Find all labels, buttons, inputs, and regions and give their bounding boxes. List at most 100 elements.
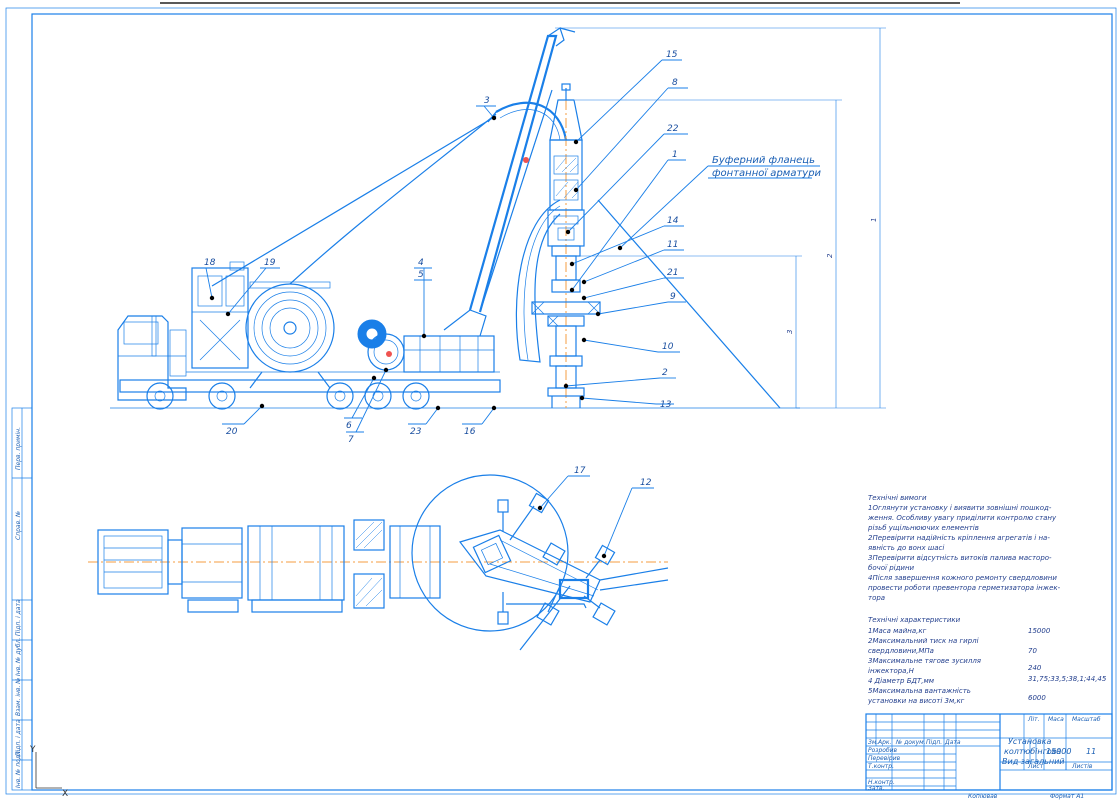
tb-name-line1: Установка — [1008, 737, 1052, 746]
tech-req-line: 4Після завершення кожного ремонту свердл… — [868, 574, 1057, 582]
tech-char-label: свердловини,МПа — [868, 647, 934, 655]
tech-char-label: 5Максимальна вантажність — [868, 687, 971, 695]
tech-req-line: різьб ущільнюючих елементів — [867, 524, 979, 532]
tech-req-line: 1Оглянути установку і виявити зовнішні п… — [868, 504, 1052, 512]
tb-col-header: Підп. — [926, 739, 942, 746]
callout-4: 4 — [418, 258, 424, 268]
tech-requirements: Технічні вимоги 1Оглянути установку і ви… — [867, 494, 1061, 602]
wellhead-stack — [531, 83, 601, 408]
tech-req-title: Технічні вимоги — [868, 494, 927, 502]
tb-name-line2: колтюбінгова — [1004, 747, 1061, 756]
tech-char-value: 15000 — [1028, 627, 1051, 635]
bottom-copied: Копіював — [968, 793, 998, 800]
tb-name-line3: Вид загальний — [1002, 757, 1064, 766]
tech-req-line: провести роботи превентора герметизатора… — [868, 584, 1061, 592]
truck-wheels — [146, 382, 430, 410]
callout-11: 11 — [667, 240, 678, 250]
tb-scale-value: 11 — [1086, 747, 1096, 756]
callout-21: 21 — [667, 268, 678, 278]
callout-8: 8 — [672, 78, 678, 88]
tech-req-line: бочої рідини — [868, 564, 915, 572]
callout-7: 7 — [348, 435, 354, 445]
callout-17: 17 — [574, 466, 586, 476]
side-label-2: Підп. і дата — [15, 599, 22, 636]
side-view: 1 2 3 — [110, 27, 886, 410]
tb-header-scale: Масштаб — [1072, 716, 1101, 723]
callout-6: 6 — [346, 421, 352, 431]
side-label-3: Інв. № дубл. — [15, 638, 22, 676]
tb-header-mass: Маса — [1048, 716, 1064, 723]
callout-14: 14 — [667, 216, 679, 226]
tech-char-label: 2Максимальний тиск на гирлі — [868, 637, 979, 645]
tb-row-label: Н.контр. — [868, 779, 895, 786]
tb-col-header: Зм. — [868, 739, 878, 746]
plan-view — [88, 474, 669, 651]
title-block: Зм. Арк. № докум. Підп. Дата Розробив Пе… — [865, 713, 1113, 792]
tech-characteristics: Технічні характеристики 1Маса майна,кг 1… — [867, 616, 1107, 705]
tech-char-title: Технічні характеристики — [868, 616, 961, 624]
callout-10: 10 — [662, 342, 674, 352]
side-label-0: Перв. примін. — [15, 427, 22, 470]
flange-label-line1: Буферний фланець — [712, 155, 815, 166]
callout-18: 18 — [204, 258, 216, 268]
callout-15: 15 — [666, 50, 678, 60]
callout-20: 20 — [226, 427, 238, 437]
dimension-lines: 1 2 3 — [555, 27, 886, 409]
chassis-frame — [119, 379, 501, 393]
tech-char-label: установки на висоті 3м,кг — [867, 697, 965, 705]
truck-cab — [117, 315, 187, 401]
callout-16: 16 — [464, 427, 476, 437]
guy-line — [211, 115, 497, 287]
tech-char-value: 6000 — [1028, 694, 1046, 702]
svg-text:1: 1 — [870, 218, 878, 222]
flange-label-line2: фонтанної арматури — [712, 168, 822, 179]
outer-frame — [5, 7, 1117, 795]
callout-22: 22 — [667, 124, 679, 134]
tb-sheet-label: Лист — [1027, 763, 1044, 770]
tech-char-value: 240 — [1028, 664, 1042, 672]
side-label-6: Інв. № подл. — [15, 749, 22, 788]
callouts-plan: 17 12 — [537, 466, 654, 559]
marker-dot — [523, 157, 529, 163]
control-cabin — [191, 261, 249, 369]
tech-req-line: явність до вонх шасі — [868, 544, 944, 552]
axis-y-label: Y — [29, 745, 36, 755]
tb-col-header: Дата — [944, 739, 961, 746]
tb-col-header: Арк. — [877, 739, 892, 746]
axis-x-label: X — [62, 789, 68, 799]
side-label-5: Підп. і дата — [15, 719, 22, 756]
callout-23: 23 — [410, 427, 422, 437]
side-label-1: Справ. № — [15, 511, 22, 540]
tb-header-lit: Літ. — [1027, 716, 1040, 723]
tb-row-label: Затв. — [868, 785, 885, 792]
callouts-side: 15 8 3 22 1 Буферний фланець фонтанної а… — [200, 50, 822, 445]
callout-13: 13 — [660, 400, 672, 410]
callout-5: 5 — [418, 270, 424, 280]
tech-req-line: тора — [868, 594, 885, 602]
tb-row-label: Розробив — [868, 747, 898, 754]
ucs-axis-icon: Y X — [29, 745, 68, 799]
tech-char-label: 4 Діаметр БДТ,мм — [868, 677, 935, 685]
callout-2: 2 — [662, 368, 668, 378]
svg-text:2: 2 — [826, 253, 834, 258]
inner-frame — [31, 13, 1113, 791]
tubing-line — [289, 113, 497, 285]
side-strip: Перв. примін. Справ. № Підп. і дата Інв.… — [11, 407, 33, 791]
hose-drums — [357, 319, 405, 371]
callout-9: 9 — [670, 292, 676, 302]
tech-req-line: ження. Особливу увагу приділити контролю… — [867, 514, 1057, 522]
tb-col-header: № докум. — [895, 739, 926, 746]
callout-19: 19 — [264, 258, 276, 268]
tech-char-label: 3Максимальне тягове зусилля — [868, 657, 981, 665]
tech-char-label: інжектора,Н — [868, 667, 915, 675]
svg-text:3: 3 — [786, 330, 794, 334]
tb-mass-value: 15000 — [1046, 747, 1071, 756]
crane-mast — [468, 27, 576, 313]
bottom-format: Формат A1 — [1050, 793, 1084, 800]
tech-char-label: 1Маса майна,кг — [868, 627, 927, 635]
tb-row-label: Т.контр. — [868, 763, 894, 770]
reach-circle — [411, 474, 569, 632]
callout-3: 3 — [484, 96, 490, 106]
tech-req-line: 3Перевірити відсутність витоків палива м… — [868, 554, 1052, 562]
